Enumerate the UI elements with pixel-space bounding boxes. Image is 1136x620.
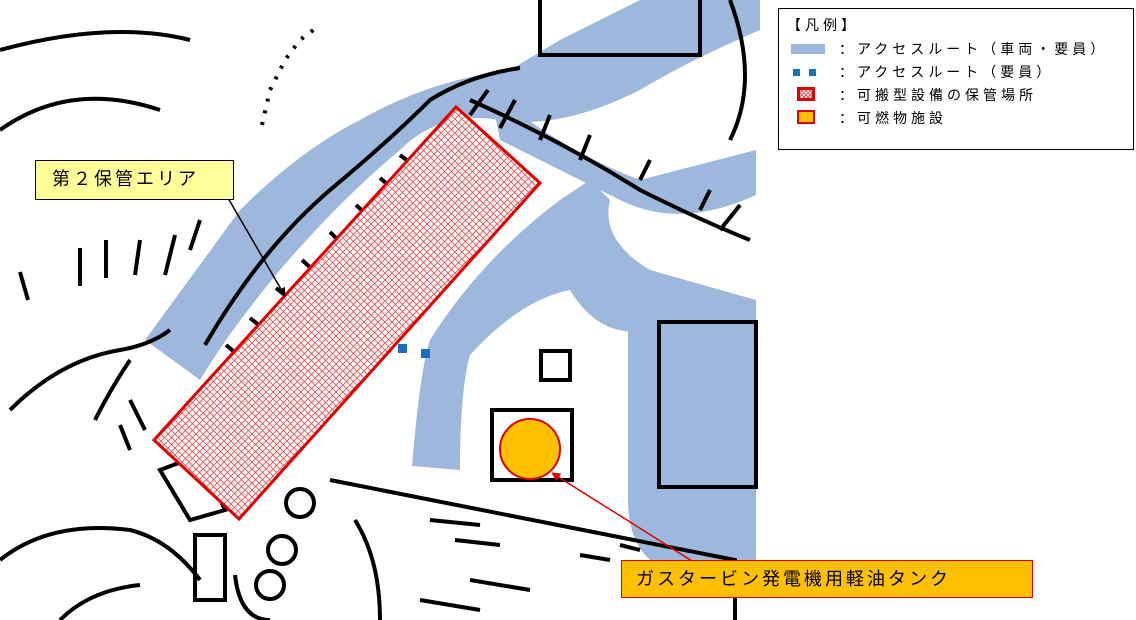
fuel-tank-callout: ガスタービン発電機用軽油タンク	[621, 560, 1033, 598]
legend-item-storage: ：可搬型設備の保管場所	[791, 83, 1133, 106]
storage-swatch-icon	[791, 86, 827, 104]
legend: 【凡例】 ：アクセスルート（車両・要員） ：アクセスルート（要員） ：可搬型設備…	[778, 8, 1134, 150]
fuel-tank-leader	[551, 472, 701, 567]
legend-title: 【凡例】	[787, 18, 859, 34]
legend-item-personnel-route: ：アクセスルート（要員）	[791, 60, 1133, 83]
combustible-swatch-icon	[791, 109, 827, 127]
personnel-route-swatch-icon	[791, 63, 827, 81]
legend-item-vehicle-route: ：アクセスルート（車両・要員）	[791, 37, 1133, 60]
storage-area-2[interactable]	[151, 104, 543, 522]
legend-label: ：アクセスルート（要員）	[839, 64, 1055, 81]
legend-label: ：可搬型設備の保管場所	[839, 87, 1037, 104]
fuel-tank[interactable]	[499, 418, 561, 480]
legend-label: ：アクセスルート（車両・要員）	[839, 41, 1109, 58]
legend-item-combustible: ：可燃物施設	[791, 106, 1133, 129]
storage-area-callout: 第２保管エリア	[35, 160, 234, 200]
base-map-lines	[0, 0, 758, 620]
access-route-personnel	[398, 344, 430, 358]
storage-area-leader	[227, 197, 286, 297]
vehicle-route-swatch-icon	[791, 40, 827, 58]
legend-label: ：可燃物施設	[839, 110, 947, 127]
